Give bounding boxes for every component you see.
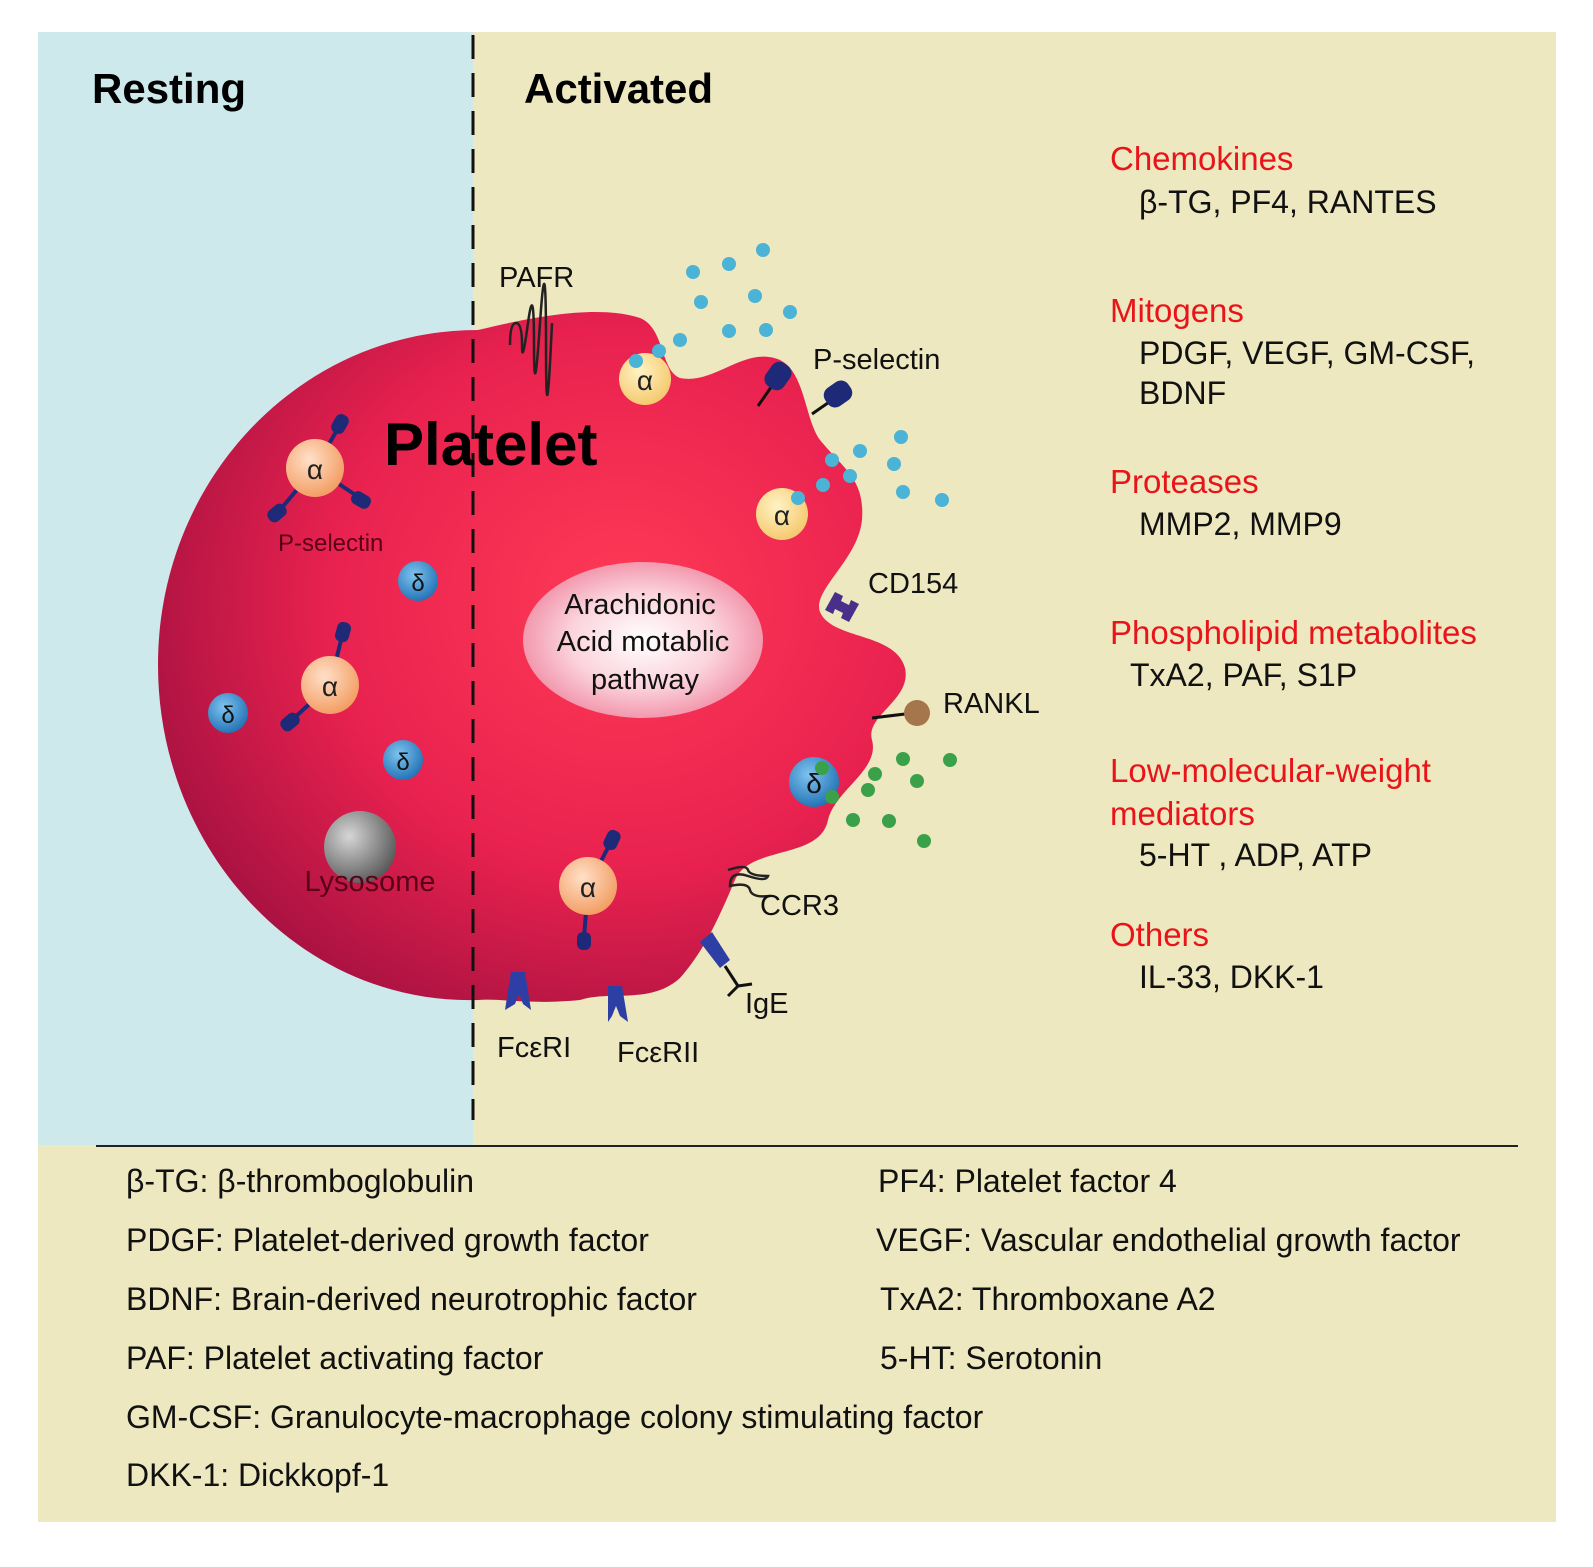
glossary-right-2: TxA2: Thromboxane A2 bbox=[880, 1281, 1216, 1317]
category-mitogens-items-1: PDGF, VEGF, GM-CSF, bbox=[1139, 335, 1475, 371]
category-chemokines: Chemokines bbox=[1110, 140, 1293, 177]
lysosome bbox=[324, 811, 396, 883]
fceril-label: FcεRII bbox=[617, 1037, 699, 1069]
svg-text:α: α bbox=[580, 872, 596, 903]
pselectin-inner-label: P-selectin bbox=[278, 530, 383, 557]
svg-text:α: α bbox=[322, 671, 338, 702]
svg-text:δ: δ bbox=[221, 702, 234, 729]
svg-text:α: α bbox=[307, 454, 323, 485]
pselectin-label: P-selectin bbox=[813, 344, 940, 376]
resting-header: Resting bbox=[92, 65, 246, 112]
glossary-left-2: BDNF: Brain-derived neurotrophic factor bbox=[126, 1281, 697, 1317]
lysosome-label: Lysosome bbox=[304, 866, 435, 898]
pafr-label: PAFR bbox=[499, 262, 574, 294]
glossary-panel bbox=[38, 1145, 1556, 1522]
ccr3-label: CCR3 bbox=[760, 890, 839, 922]
alpha-granule-activated-inner: α bbox=[559, 829, 621, 950]
fceri-label: FcεRI bbox=[497, 1032, 571, 1064]
category-lmw: Low-molecular-weight bbox=[1110, 752, 1431, 789]
activated-header: Activated bbox=[524, 65, 713, 112]
rankl-stalk bbox=[871, 712, 906, 720]
glossary-left-4: GM-CSF: Granulocyte-macrophage colony st… bbox=[126, 1399, 984, 1435]
glossary-right-0: PF4: Platelet factor 4 bbox=[878, 1163, 1177, 1199]
category-lmw-2: mediators bbox=[1110, 795, 1255, 832]
pathway-line-1: Arachidonic bbox=[564, 589, 716, 621]
rankl-label: RANKL bbox=[943, 688, 1040, 720]
svg-text:α: α bbox=[774, 500, 790, 531]
svg-text:δ: δ bbox=[806, 768, 822, 799]
category-mitogens: Mitogens bbox=[1110, 292, 1244, 329]
pselectin-surface-receptors bbox=[756, 361, 853, 416]
delta-granule-resting-3: δ bbox=[383, 740, 423, 780]
alpha-granule-resting-1: α bbox=[267, 414, 371, 523]
pafr-receptor-icon bbox=[508, 282, 554, 397]
category-others-items: IL-33, DKK-1 bbox=[1139, 959, 1324, 995]
ige-label: IgE bbox=[745, 988, 789, 1020]
rankl-receptor-icon bbox=[904, 700, 930, 726]
ige-receptor-icon bbox=[700, 932, 753, 998]
category-chemokines-items: β-TG, PF4, RANTES bbox=[1139, 184, 1437, 220]
glossary-left-5: DKK-1: Dickkopf-1 bbox=[126, 1457, 389, 1493]
category-lmw-items: 5-HT , ADP, ATP bbox=[1139, 837, 1372, 873]
fceril-receptor-icon bbox=[608, 986, 628, 1022]
cd154-receptor-icon bbox=[825, 592, 859, 622]
category-phospholipid-items: TxA2, PAF, S1P bbox=[1130, 657, 1357, 693]
glossary-right-1: VEGF: Vascular endothelial growth factor bbox=[876, 1222, 1461, 1258]
alpha-granule-resting-2: α bbox=[280, 621, 359, 732]
released-delta-contents bbox=[815, 752, 957, 848]
cd154-label: CD154 bbox=[868, 568, 958, 600]
platelet-title: Platelet bbox=[384, 411, 597, 478]
released-alpha-contents bbox=[629, 243, 949, 507]
pathway-line-2: Acid motablic bbox=[557, 626, 729, 658]
pathway-line-3: pathway bbox=[591, 664, 700, 696]
svg-text:δ: δ bbox=[411, 570, 424, 597]
glossary-right-3: 5-HT: Serotonin bbox=[880, 1340, 1102, 1376]
delta-granule-resting-1: δ bbox=[398, 561, 438, 601]
category-proteases-items: MMP2, MMP9 bbox=[1139, 506, 1342, 542]
glossary-left-3: PAF: Platelet activating factor bbox=[126, 1340, 544, 1376]
ccr3-receptor-icon bbox=[727, 865, 771, 898]
arachidonic-pathway-bubble bbox=[523, 562, 763, 718]
delta-granule-resting-2: δ bbox=[208, 693, 248, 733]
category-mitogens-items-2: BDNF bbox=[1139, 375, 1226, 411]
svg-text:δ: δ bbox=[396, 749, 409, 776]
alpha-granule-secreting-1: α bbox=[619, 353, 671, 405]
glossary-left-0: β-TG: β-thromboglobulin bbox=[126, 1163, 474, 1199]
category-proteases: Proteases bbox=[1110, 463, 1259, 500]
category-phospholipid: Phospholipid metabolites bbox=[1110, 614, 1477, 651]
fceri-receptor-icon bbox=[505, 972, 531, 1010]
glossary-left-1: PDGF: Platelet-derived growth factor bbox=[126, 1222, 649, 1258]
category-others: Others bbox=[1110, 916, 1209, 953]
svg-text:α: α bbox=[637, 365, 653, 396]
